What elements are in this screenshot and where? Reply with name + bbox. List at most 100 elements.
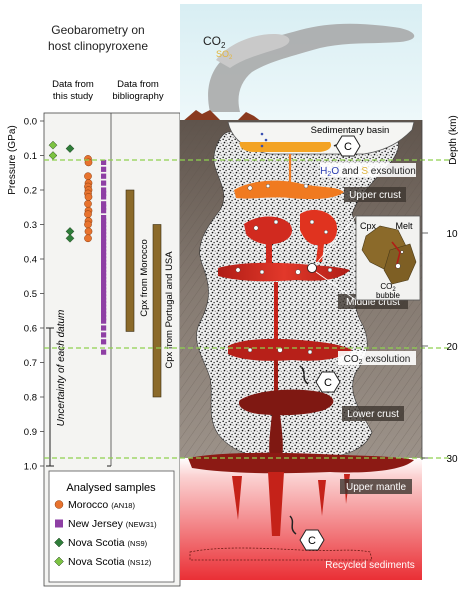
- pressure-axis-label: Pressure (GPa): [7, 125, 18, 194]
- column-header-bibliography-1: Data from: [117, 79, 159, 90]
- marker-new-jersey: [101, 325, 107, 331]
- marker-new-jersey: [101, 232, 107, 238]
- marker-new-jersey: [101, 266, 107, 272]
- lower-crust-feeder: [269, 414, 283, 460]
- legend-item: Nova Scotia (NS9): [54, 537, 148, 549]
- marker-new-jersey: [101, 263, 107, 269]
- marker-morocco: [84, 227, 93, 236]
- marker-new-jersey: [101, 228, 107, 234]
- mantle-dike-right: [318, 480, 326, 516]
- marker-new-jersey: [101, 180, 107, 186]
- carbon-hex-top: C: [333, 135, 361, 157]
- inset-cpx-label: Cpx: [360, 221, 377, 231]
- marker-new-jersey: [101, 190, 107, 197]
- dike-upper-2: [316, 244, 324, 262]
- panel-title-line1: Geobarometry on: [51, 23, 144, 37]
- label-upper-mantle: Upper mantle: [346, 482, 406, 493]
- h2o-exsolution-box: [320, 163, 416, 177]
- label-middle-crust: Middle crust: [346, 297, 400, 308]
- pressure-tick-label: 0.3: [24, 220, 37, 231]
- marker-new-jersey: [101, 221, 107, 228]
- co2-exsolution-label: CO2 exsolution: [344, 354, 411, 366]
- marker-new-jersey: [101, 166, 107, 172]
- marker-new-jersey: [101, 315, 107, 321]
- marker-new-jersey: [101, 225, 107, 231]
- marker-new-jersey: [101, 273, 107, 279]
- marker-morocco: [84, 199, 92, 208]
- label-recycled-sediments: Recycled sediments: [325, 560, 414, 571]
- marker-new-jersey: [101, 259, 107, 266]
- marker-new-jersey: [101, 215, 107, 221]
- column-header-this-study-1: Data from: [52, 79, 94, 90]
- marker-new-jersey: [101, 256, 107, 262]
- marker-new-jersey: [101, 194, 107, 200]
- marker-new-jersey: [101, 318, 107, 324]
- marker-new-jersey: [101, 290, 107, 297]
- label-lower-crust: Lower crust: [347, 409, 399, 420]
- bibliography-range-bar: [125, 189, 135, 332]
- marker-morocco: [84, 234, 92, 243]
- depth-axis-label: Depth (km): [448, 115, 459, 164]
- legend-title: Analysed samples: [66, 482, 156, 494]
- inset-bubble-label: CO2: [380, 282, 396, 293]
- svg-text:Nova Scotia (NS9): Nova Scotia (NS9): [68, 537, 148, 549]
- depth-axis: 10 20 30 Depth (km): [421, 115, 459, 465]
- pressure-tick-label: 0.2: [24, 186, 37, 197]
- upper-crust-red-2: [300, 209, 338, 246]
- mantle-dike-center: [268, 472, 284, 536]
- label-upper-crust: Upper crust: [349, 190, 401, 201]
- marker-new-jersey: [101, 308, 107, 314]
- bubbles: [235, 183, 333, 355]
- marker-new-jersey: [101, 208, 107, 214]
- marker-new-jersey: [101, 277, 107, 283]
- carbon-hex-bottom: C: [289, 515, 325, 551]
- svg-text:New Jersey (NEW31): New Jersey (NEW31): [68, 518, 157, 530]
- pressure-tick-label: 0.6: [24, 324, 37, 335]
- svg-text:Morocco (AN18): Morocco (AN18): [68, 499, 135, 511]
- marker-new-jersey: [101, 187, 107, 193]
- marker-new-jersey: [101, 287, 107, 293]
- cross-section: CO2 SO2 Sedimentary basin: [44, 4, 459, 580]
- svg-text:C: C: [324, 377, 332, 389]
- pressure-ticks: 0.00.10.20.30.40.50.60.70.80.91.0: [24, 117, 44, 473]
- depth-tick-20: 20: [446, 342, 458, 353]
- marker-new-jersey: [101, 270, 107, 276]
- marker-new-jersey: [101, 159, 107, 165]
- uncertainty-bar: [46, 327, 111, 467]
- marker-new-jersey: [101, 239, 107, 245]
- depth-tick-10: 10: [446, 229, 458, 240]
- h2o-s-exsolution-label: H2O and S exsolution: [320, 166, 416, 178]
- marker-new-jersey: [101, 301, 107, 307]
- marker-new-jersey: [101, 249, 107, 255]
- svg-text:C: C: [344, 141, 352, 153]
- marker-new-jersey: [101, 252, 107, 259]
- marker-new-jersey: [101, 204, 107, 210]
- legend-item: New Jersey (NEW31): [55, 518, 157, 530]
- marker-new-jersey: [101, 280, 107, 286]
- boundary-lines: [44, 159, 450, 459]
- marker-morocco: [84, 193, 93, 201]
- marker-new-jersey: [101, 311, 107, 317]
- legend: Analysed samples Morocco (AN18) New Jerse…: [48, 470, 175, 583]
- pressure-tick-label: 0.9: [24, 427, 37, 438]
- recycled-sediment-layer: [189, 547, 373, 561]
- so2-label: SO2: [216, 49, 233, 61]
- left-panel: Geobarometry on host clinopyroxene Data …: [7, 23, 181, 587]
- marker-new-jersey: [101, 235, 107, 241]
- carbon-hex-middle: C: [299, 365, 341, 393]
- basin-magma-layer: [239, 142, 332, 152]
- legend-item: Morocco (AN18): [54, 499, 135, 511]
- co2-exsolution-chamber: [228, 338, 352, 361]
- marker-ns9: [65, 233, 75, 243]
- middle-crust-sill: [218, 262, 350, 282]
- data-markers: [48, 140, 107, 355]
- inset-bubble-label-2: bubble: [376, 291, 401, 300]
- pressure-tick-label: 0.8: [24, 393, 37, 404]
- bar-label-morocco: Cpx from Morocco: [139, 239, 150, 317]
- marker-new-jersey: [101, 284, 107, 290]
- marker-new-jersey: [101, 218, 107, 224]
- marker-new-jersey: [101, 242, 107, 248]
- bibliography-bars: [125, 189, 162, 398]
- depth-tick-30: 30: [446, 454, 458, 465]
